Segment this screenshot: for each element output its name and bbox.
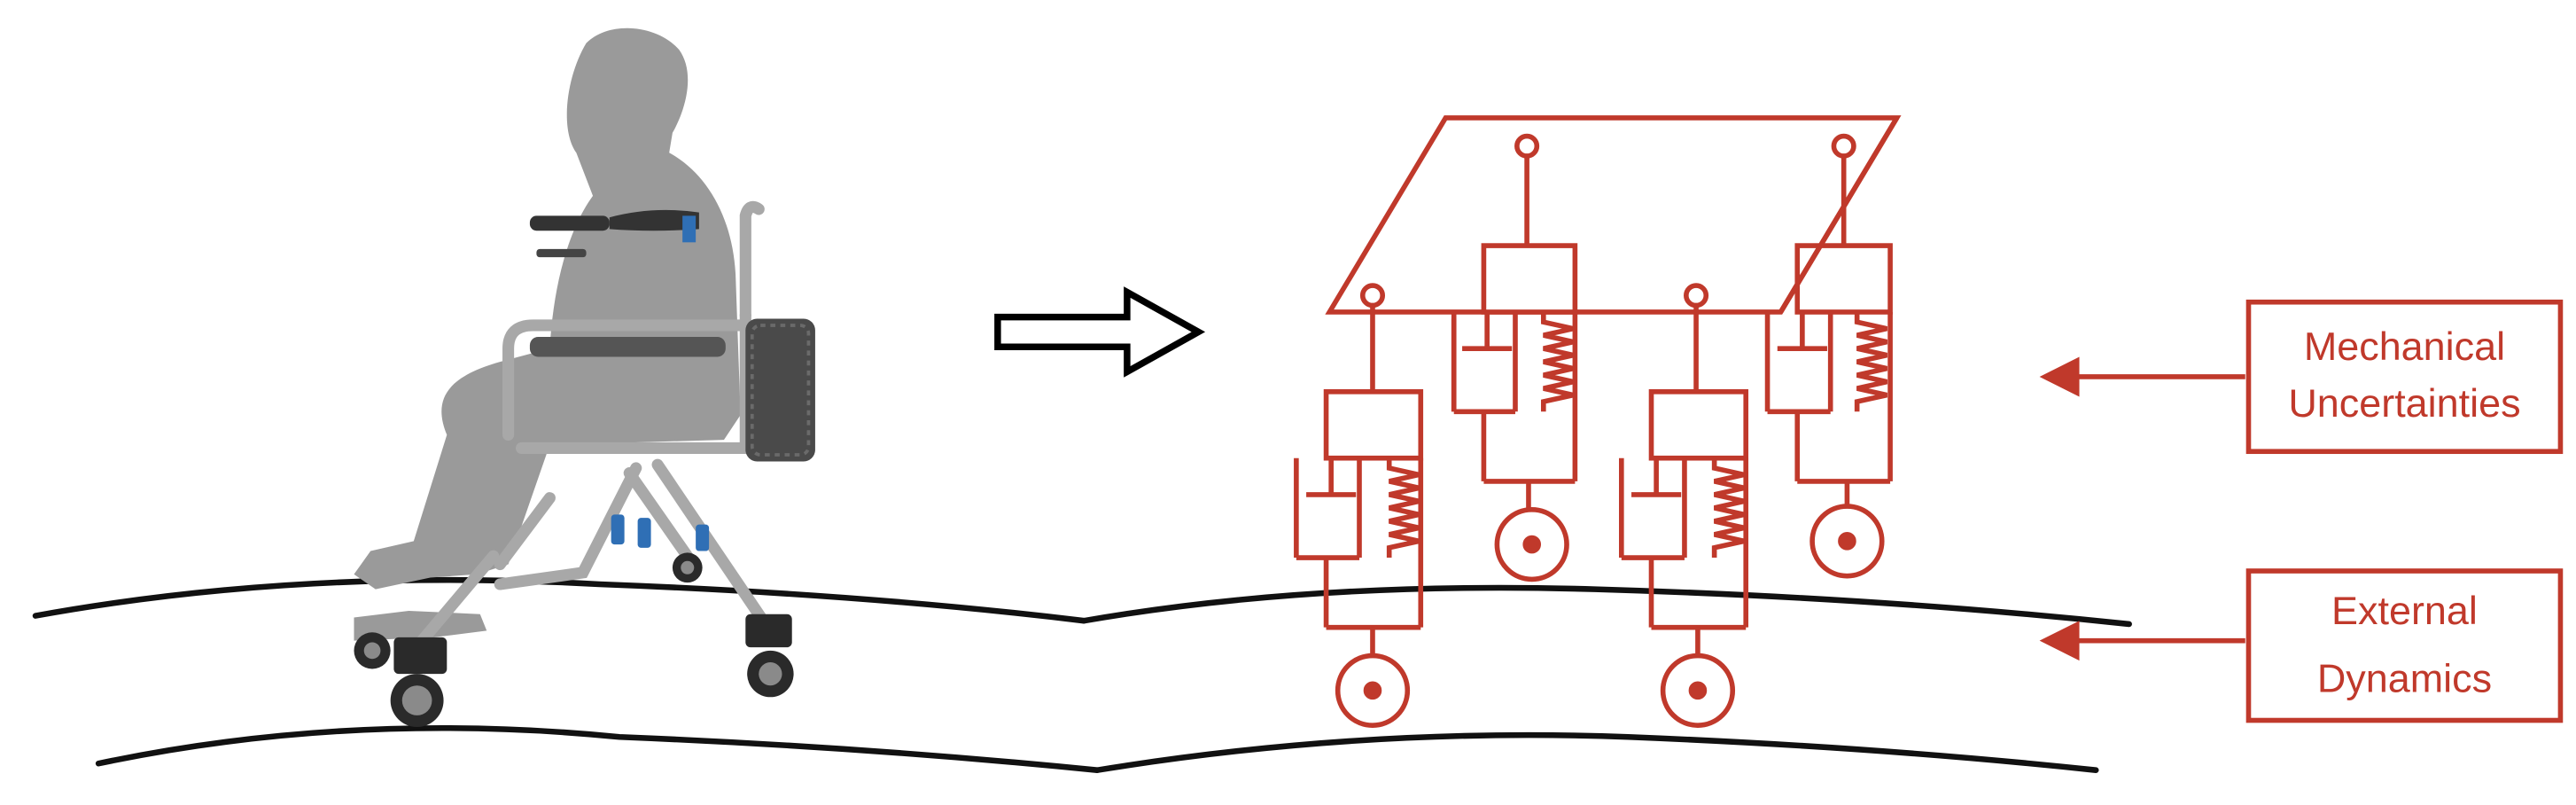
armrest-right xyxy=(609,209,699,231)
mechanical-label-line1: Mechanical xyxy=(2304,324,2505,369)
chassis-plate xyxy=(1325,115,1902,315)
armrest-lever xyxy=(536,248,587,258)
person-in-walker-illustration xyxy=(354,27,815,728)
hollow-right-arrow-icon xyxy=(994,286,1206,378)
label-arrows xyxy=(2039,356,2245,661)
ground-bottom-line-right xyxy=(1093,731,2099,773)
external-label-line1: External xyxy=(2331,588,2478,633)
seated-person-silhouette xyxy=(354,27,741,641)
storage-basket xyxy=(745,318,815,462)
ground-left xyxy=(32,576,1101,773)
seat-pad xyxy=(529,337,726,357)
external-label-line2: Dynamics xyxy=(2317,656,2492,701)
ground-bottom-line xyxy=(95,724,1101,773)
blue-joint-sleeves xyxy=(611,514,710,551)
suspension-unit-back-right xyxy=(1764,133,1893,579)
wheel-back xyxy=(745,614,794,698)
wheel-front xyxy=(390,637,447,728)
ground-right xyxy=(1080,584,2132,773)
mechanical-uncertainties-box: Mechanical Uncertainties xyxy=(2245,299,2564,455)
wheel-middle xyxy=(672,552,703,583)
walker-seat xyxy=(529,209,726,357)
ground-top-line-right xyxy=(1080,584,2132,628)
ground-top-line xyxy=(32,576,1087,624)
external-dynamics-box: External Dynamics xyxy=(2245,568,2564,723)
armrest-left xyxy=(529,215,610,231)
spring-damper-model xyxy=(1294,115,1902,728)
wheel-front-rear xyxy=(354,632,391,669)
suspension-unit-front-left xyxy=(1294,283,1424,728)
suspension-unit-front-right xyxy=(1618,283,1749,728)
blue-handle-clip xyxy=(682,215,697,243)
walker-wheels xyxy=(354,552,794,728)
mechanical-label-line2: Uncertainties xyxy=(2288,380,2520,426)
suspension-unit-back-left xyxy=(1451,133,1578,582)
